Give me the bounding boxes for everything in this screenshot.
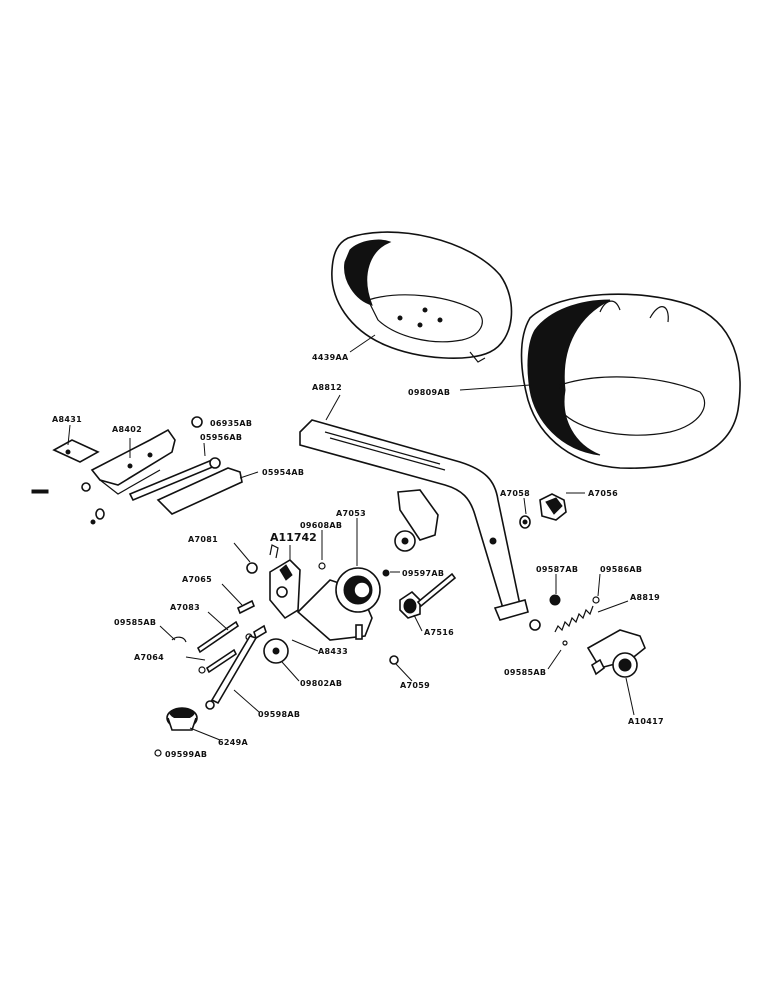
bolt-assembly [399, 572, 457, 619]
label-A10417: A10417 [628, 717, 664, 726]
label-A7056: A7056 [588, 489, 618, 498]
label-A7058: A7058 [500, 489, 530, 498]
small-parts-left [31, 416, 203, 525]
adjusting-knob [154, 707, 198, 757]
mount-bracket [90, 428, 176, 495]
washer-parts [245, 530, 416, 665]
label-05956AB: 05956AB [200, 433, 242, 442]
label-09597AB: 09597AB [402, 569, 444, 578]
label-A7065: A7065 [182, 575, 212, 584]
label-09585AB-right: 09585AB [504, 668, 546, 677]
label-A7059: A7059 [400, 681, 430, 690]
label-A8431: A8431 [52, 415, 82, 424]
knob-right [519, 493, 567, 529]
label-09598AB: 09598AB [258, 710, 300, 719]
label-A7516: A7516 [424, 628, 454, 637]
label-A7064: A7064 [134, 653, 164, 662]
label-09587AB: 09587AB [536, 565, 578, 574]
long-rod [205, 635, 258, 710]
label-A8812: A8812 [312, 383, 342, 392]
seat-pan-metal [331, 231, 513, 363]
label-09608AB: 09608AB [300, 521, 342, 530]
label-09585AB-left: 09585AB [114, 618, 156, 627]
label-09809AB: 09809AB [408, 388, 450, 397]
part-labels: 4439AA 09809AB A8812 A8431 A8402 06935AB… [52, 353, 664, 759]
label-A11742: A11742 [270, 531, 317, 544]
label-4439AA: 4439AA [312, 353, 349, 362]
label-6249A: 6249A [218, 738, 248, 747]
label-A7081: A7081 [188, 535, 218, 544]
seat-support-bar [299, 419, 529, 621]
roller-bracket [586, 629, 646, 678]
spring [529, 594, 600, 646]
spring-housing [296, 567, 381, 641]
label-05954AB: 05954AB [262, 468, 304, 477]
leader-lines [67, 334, 635, 741]
label-A7083: A7083 [170, 603, 200, 612]
label-09802AB: 09802AB [300, 679, 342, 688]
seat-cushion [520, 293, 741, 469]
label-06935AB: 06935AB [210, 419, 252, 428]
pivot-arm [246, 544, 301, 620]
label-09599AB: 09599AB [165, 750, 207, 759]
label-A8433: A8433 [318, 647, 348, 656]
rod-assembly [128, 457, 243, 515]
label-A7053: A7053 [336, 509, 366, 518]
label-A8819: A8819 [630, 593, 660, 602]
mount-plate [52, 439, 100, 463]
label-09586AB: 09586AB [600, 565, 642, 574]
label-A8402: A8402 [112, 425, 142, 434]
